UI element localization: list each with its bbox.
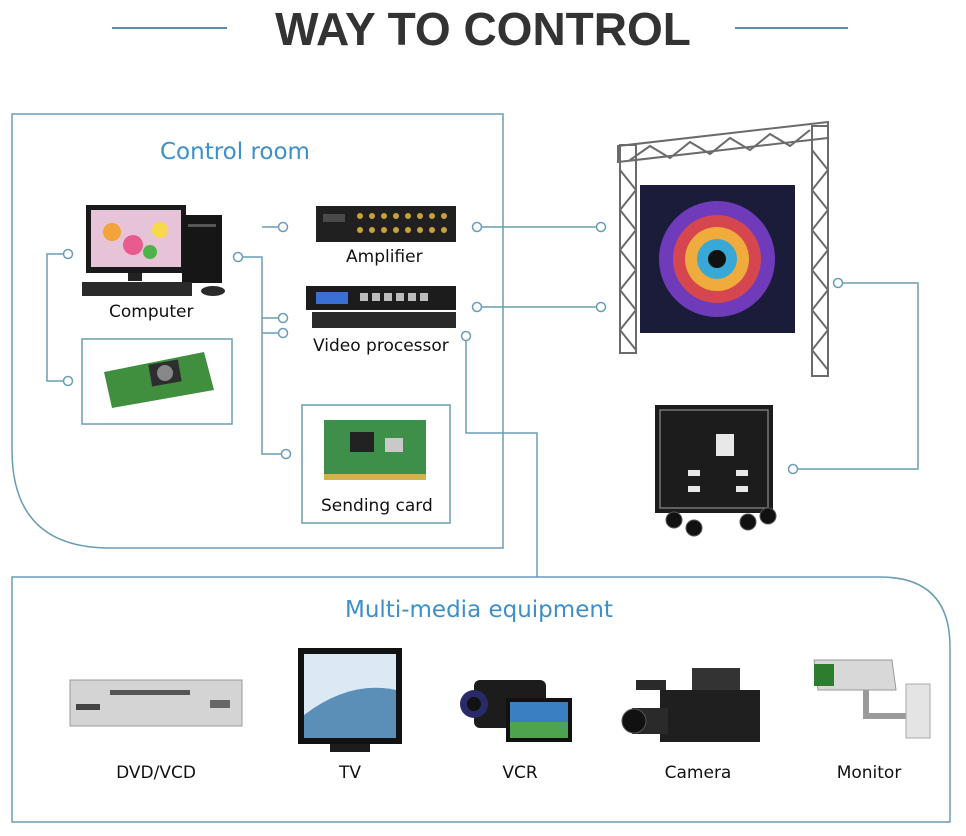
sending-card-icon [324, 420, 426, 480]
media-label-vcr: VCR [502, 763, 538, 783]
control-room-frame [11, 113, 504, 549]
graphics-card-box [81, 338, 233, 425]
media-label-monitor: Monitor [836, 763, 902, 783]
camcorder-icon [460, 680, 572, 742]
computer-icon [82, 205, 225, 296]
flight-case-icon [655, 405, 777, 537]
sending-card-label: Sending card [321, 496, 433, 516]
media-label-tv: TV [338, 763, 361, 783]
media-label-dvd: DVD/VCD [116, 763, 196, 783]
connector-dots [62, 221, 844, 475]
surveillance-camera-icon [813, 659, 931, 739]
title-rule-left [112, 27, 227, 29]
video-processor-label: Video processor [313, 336, 449, 356]
computer-label: Computer [109, 302, 194, 322]
multimedia-heading: Multi-media equipment [345, 597, 613, 623]
dvd-player-icon [69, 679, 243, 727]
led-screen-truss-icon [617, 120, 830, 377]
amplifier-label: Amplifier [346, 247, 423, 267]
professional-camera-icon [621, 668, 760, 742]
title-rule-right [735, 27, 848, 29]
connector-lines [46, 226, 919, 577]
amplifier-icon [316, 206, 456, 242]
media-label-camera: Camera [664, 763, 732, 783]
video-processor-icon [306, 286, 456, 328]
diagram-title: WAY TO CONTROL [275, 3, 691, 55]
tv-icon [298, 648, 402, 752]
multimedia-frame [11, 576, 951, 823]
graphics-card-icon [104, 352, 214, 408]
sending-card-box [301, 404, 451, 524]
control-room-heading: Control room [160, 139, 310, 165]
